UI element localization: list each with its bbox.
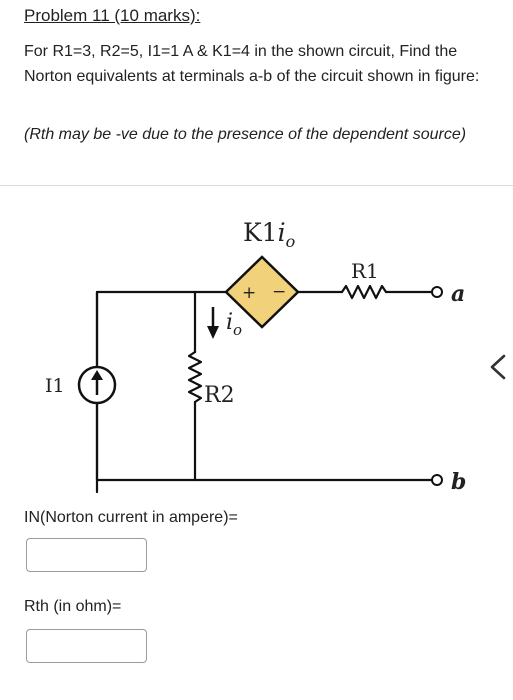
divider — [0, 185, 513, 186]
problem-title: Problem 11 (10 marks): — [24, 6, 201, 25]
current-source-i1 — [77, 365, 117, 405]
terminal-a-label: a — [451, 281, 465, 307]
note-text: (Rth may be -ve due to the presence of t… — [24, 126, 467, 143]
r2-resistor — [187, 350, 203, 404]
minus-sign: − — [272, 282, 286, 302]
terminal-a — [431, 286, 443, 298]
dependent-source-label: K1io — [243, 218, 295, 251]
terminal-b-label: b — [451, 469, 466, 495]
plus-sign: + — [242, 283, 256, 303]
current-arrow — [207, 307, 219, 339]
r1-label: R1 — [351, 259, 379, 283]
norton-current-label: IN(Norton current in ampere)= — [24, 509, 238, 526]
i1-label: I1 — [45, 375, 65, 397]
rth-label: Rth (in ohm)= — [24, 598, 122, 615]
dependent-source: + − — [224, 255, 300, 329]
chevron-left-icon[interactable] — [484, 352, 510, 382]
terminal-b — [431, 474, 443, 486]
question-text: For R1=3, R2=5, I1=1 A & K1=4 in the sho… — [24, 43, 480, 85]
r1-resistor — [340, 284, 388, 300]
circuit-diagram: + − K1io R1 a b io R2 I1 — [45, 218, 466, 495]
norton-current-input[interactable] — [26, 538, 147, 572]
current-label: io — [226, 310, 242, 339]
rth-input[interactable] — [26, 629, 147, 663]
r2-label: R2 — [204, 383, 235, 408]
